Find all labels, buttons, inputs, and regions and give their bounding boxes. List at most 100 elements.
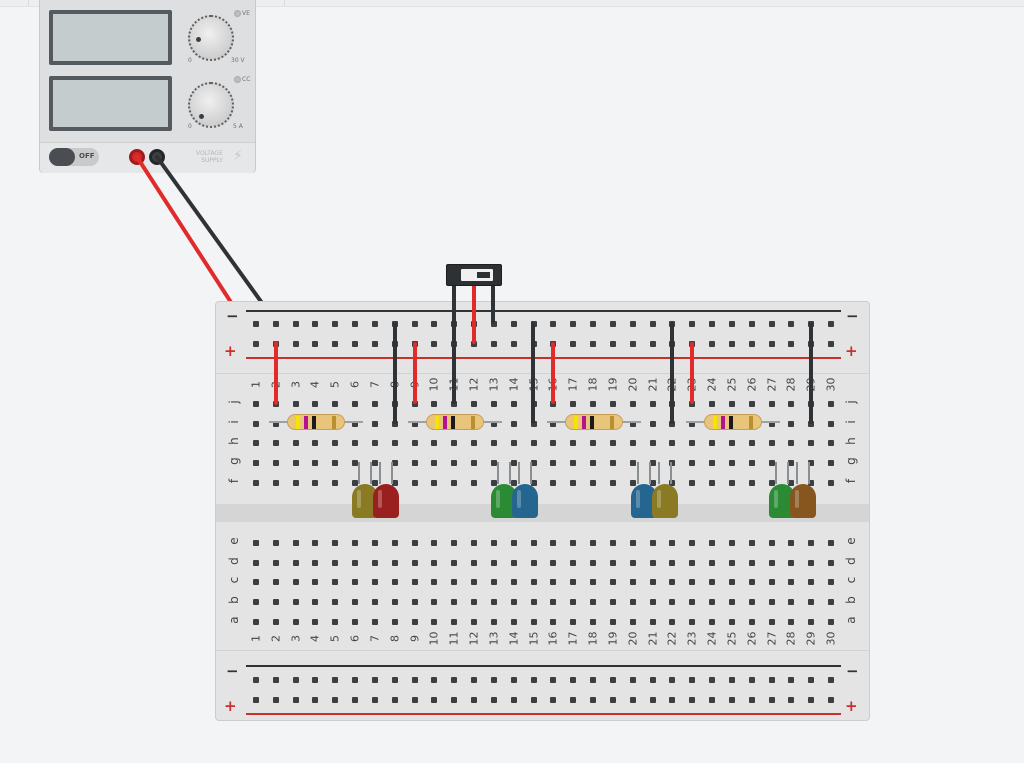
breadboard-hole[interactable]: [609, 599, 616, 605]
breadboard-hole[interactable]: [312, 560, 319, 566]
rail-hole[interactable]: [788, 677, 795, 683]
jumper-wire-black[interactable]: [393, 322, 397, 424]
breadboard-hole[interactable]: [332, 460, 339, 466]
breadboard-hole[interactable]: [272, 421, 279, 427]
rail-hole[interactable]: [590, 341, 597, 347]
breadboard-hole[interactable]: [312, 440, 319, 446]
breadboard-hole[interactable]: [709, 579, 716, 585]
rail-hole[interactable]: [292, 341, 299, 347]
rail-hole[interactable]: [629, 321, 636, 327]
breadboard-hole[interactable]: [590, 401, 597, 407]
breadboard-hole[interactable]: [510, 579, 517, 585]
breadboard-hole[interactable]: [808, 440, 815, 446]
breadboard-hole[interactable]: [649, 401, 656, 407]
breadboard-hole[interactable]: [253, 421, 259, 427]
breadboard-hole[interactable]: [451, 440, 458, 446]
rail-hole[interactable]: [292, 677, 299, 683]
rail-hole[interactable]: [510, 697, 517, 703]
breadboard-hole[interactable]: [649, 599, 656, 605]
rail-hole[interactable]: [471, 341, 478, 347]
breadboard-hole[interactable]: [550, 421, 557, 427]
breadboard-hole[interactable]: [312, 540, 319, 546]
rail-hole[interactable]: [292, 697, 299, 703]
breadboard-hole[interactable]: [828, 540, 835, 546]
breadboard-hole[interactable]: [609, 440, 616, 446]
breadboard-hole[interactable]: [748, 599, 755, 605]
breadboard-hole[interactable]: [332, 440, 339, 446]
breadboard-hole[interactable]: [510, 599, 517, 605]
rail-hole[interactable]: [352, 341, 359, 347]
breadboard-hole[interactable]: [788, 460, 795, 466]
rail-hole[interactable]: [629, 677, 636, 683]
breadboard-hole[interactable]: [649, 460, 656, 466]
rail-hole[interactable]: [689, 321, 696, 327]
breadboard-hole[interactable]: [768, 619, 775, 625]
breadboard-hole[interactable]: [530, 440, 537, 446]
breadboard-hole[interactable]: [768, 460, 775, 466]
breadboard-hole[interactable]: [312, 579, 319, 585]
breadboard-hole[interactable]: [629, 401, 636, 407]
rail-hole[interactable]: [530, 697, 537, 703]
breadboard-hole[interactable]: [471, 480, 478, 486]
breadboard-hole[interactable]: [808, 619, 815, 625]
rail-hole[interactable]: [431, 341, 438, 347]
breadboard-hole[interactable]: [728, 460, 735, 466]
breadboard-hole[interactable]: [828, 480, 835, 486]
rail-hole[interactable]: [590, 677, 597, 683]
breadboard-hole[interactable]: [332, 540, 339, 546]
breadboard-hole[interactable]: [649, 560, 656, 566]
breadboard-hole[interactable]: [272, 579, 279, 585]
rail-hole[interactable]: [451, 677, 458, 683]
breadboard-hole[interactable]: [510, 421, 517, 427]
breadboard-hole[interactable]: [451, 401, 458, 407]
jumper-wire-black[interactable]: [809, 322, 813, 424]
breadboard-hole[interactable]: [669, 540, 676, 546]
rail-hole[interactable]: [709, 341, 716, 347]
rail-hole[interactable]: [808, 697, 815, 703]
breadboard-hole[interactable]: [590, 579, 597, 585]
rail-hole[interactable]: [728, 321, 735, 327]
breadboard-hole[interactable]: [728, 401, 735, 407]
breadboard-hole[interactable]: [669, 480, 676, 486]
rail-hole[interactable]: [530, 677, 537, 683]
breadboard-hole[interactable]: [788, 599, 795, 605]
rail-hole[interactable]: [550, 321, 557, 327]
breadboard-hole[interactable]: [391, 460, 398, 466]
breadboard-hole[interactable]: [530, 560, 537, 566]
breadboard-hole[interactable]: [550, 401, 557, 407]
breadboard-hole[interactable]: [272, 460, 279, 466]
breadboard-hole[interactable]: [411, 599, 418, 605]
breadboard-hole[interactable]: [352, 619, 359, 625]
rail-hole[interactable]: [490, 697, 497, 703]
breadboard-hole[interactable]: [550, 619, 557, 625]
breadboard-hole[interactable]: [510, 440, 517, 446]
rail-hole[interactable]: [471, 697, 478, 703]
negative-terminal[interactable]: [149, 149, 165, 165]
jumper-wire-black[interactable]: [452, 284, 456, 404]
jumper-wire-red[interactable]: [413, 342, 417, 404]
rail-hole[interactable]: [689, 677, 696, 683]
breadboard-hole[interactable]: [391, 579, 398, 585]
breadboard-hole[interactable]: [371, 540, 378, 546]
rail-hole[interactable]: [510, 321, 517, 327]
jumper-wire-black[interactable]: [531, 322, 535, 424]
breadboard-hole[interactable]: [689, 401, 696, 407]
rail-hole[interactable]: [371, 677, 378, 683]
resistor[interactable]: [686, 414, 780, 430]
breadboard-hole[interactable]: [292, 540, 299, 546]
breadboard-hole[interactable]: [550, 560, 557, 566]
breadboard-hole[interactable]: [709, 540, 716, 546]
breadboard-hole[interactable]: [788, 540, 795, 546]
resistor[interactable]: [408, 414, 502, 430]
breadboard-hole[interactable]: [689, 560, 696, 566]
breadboard-hole[interactable]: [391, 540, 398, 546]
resistor[interactable]: [547, 414, 641, 430]
led-blue[interactable]: [512, 462, 538, 518]
breadboard-hole[interactable]: [788, 401, 795, 407]
breadboard-hole[interactable]: [391, 619, 398, 625]
breadboard-hole[interactable]: [550, 480, 557, 486]
breadboard-hole[interactable]: [490, 619, 497, 625]
led-red[interactable]: [373, 462, 399, 518]
rail-hole[interactable]: [728, 677, 735, 683]
breadboard-hole[interactable]: [649, 579, 656, 585]
